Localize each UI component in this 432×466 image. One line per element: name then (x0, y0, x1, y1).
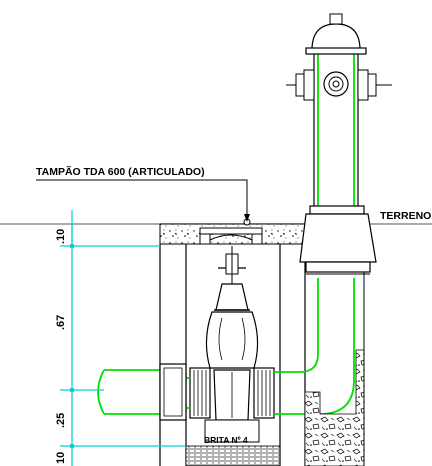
dimension-top-label: .10 (55, 229, 67, 244)
gate-valve (189, 246, 275, 443)
manhole-cover (36, 179, 263, 245)
brita-label: BRITA Nº 4 (204, 435, 248, 445)
rubble-fill (304, 272, 365, 466)
tampao-label: TAMPÃO TDA 600 (ARTICULADO) (36, 165, 205, 178)
pipe-coupling (159, 363, 187, 421)
dimension-line (60, 210, 186, 466)
dimension-lower-label: .25 (55, 413, 67, 428)
fire-hydrant (286, 13, 392, 275)
terreno-label: TERRENO (380, 210, 431, 222)
dimension-middle-label: .67 (55, 315, 67, 330)
dimension-bottom-label: 10 (55, 452, 67, 464)
